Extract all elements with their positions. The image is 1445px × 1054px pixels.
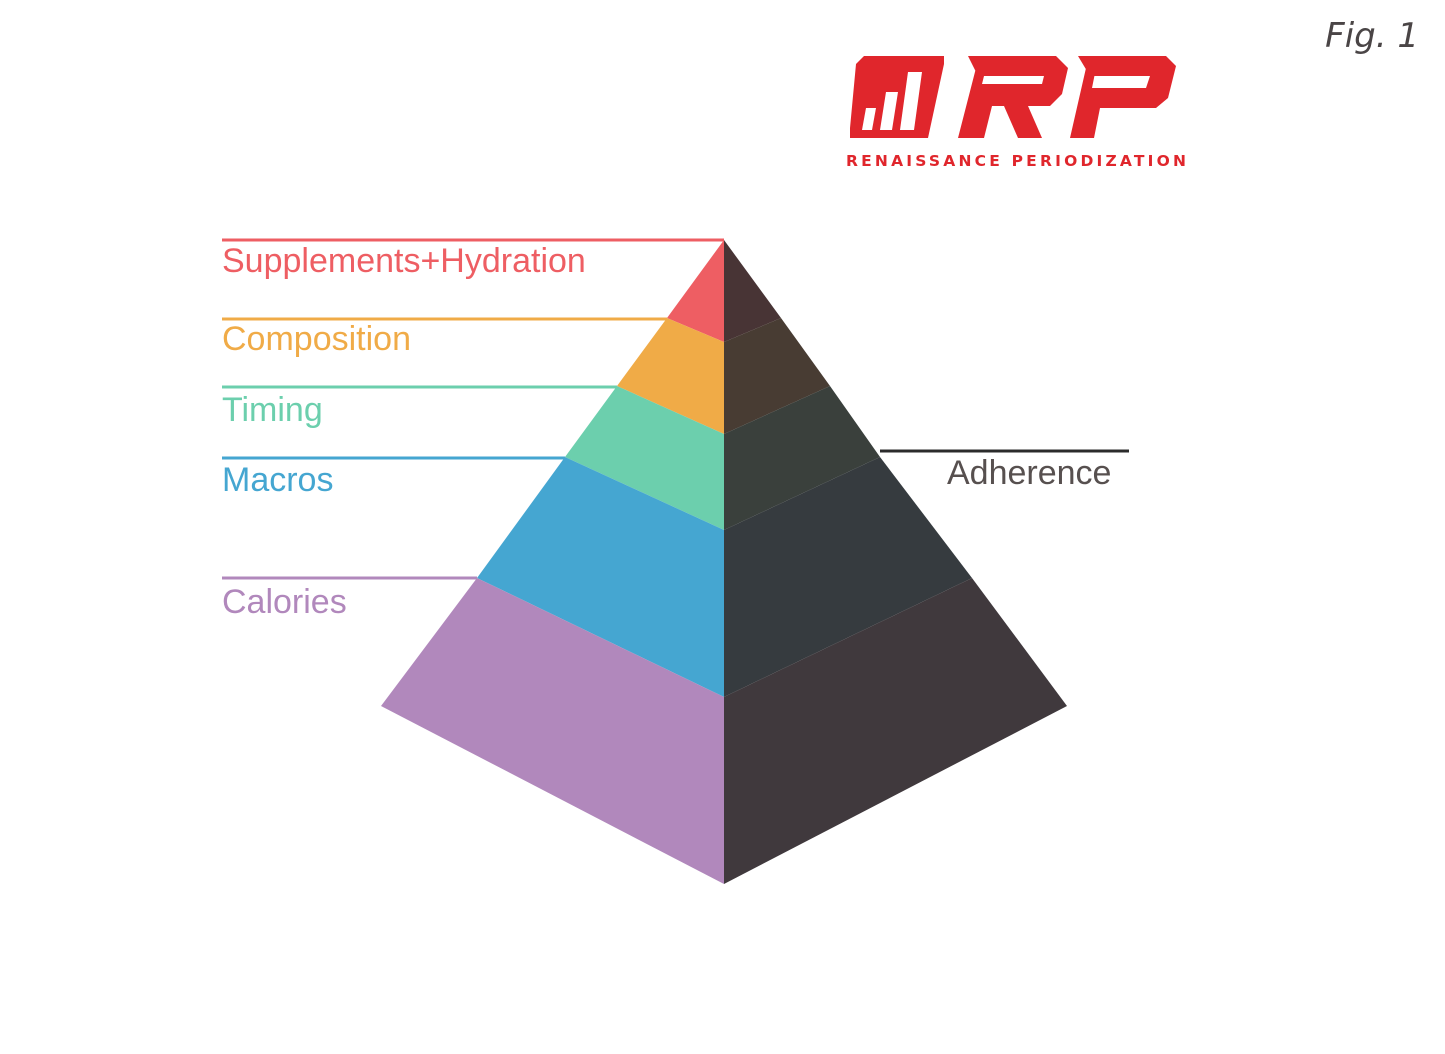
tier-macros-face [477,457,724,697]
tier-label-timing: Timing [222,391,323,429]
tier-supplements-face [667,240,724,342]
logo-subtitle: RENAISSANCE PERIODIZATION [846,152,1190,170]
rp-logo [850,56,1176,138]
tier-composition-shade [724,318,830,434]
tier-timing-face [565,386,724,530]
tier-composition-face [617,318,724,434]
tier-label-supplements-hydration: Supplements+Hydration [222,242,586,280]
adherence-label: Adherence [947,454,1112,492]
tier-supplements-shade [724,240,781,342]
tier-calories-shade [724,578,1067,884]
tier-label-composition: Composition [222,320,411,358]
tier-label-macros: Macros [222,461,334,499]
rp-letters [958,56,1176,138]
bar-chart-icon [850,56,944,138]
tier-calories-face [381,578,724,884]
tier-label-calories: Calories [222,583,347,621]
tier-macros-shade [724,457,972,697]
tier-timing-shade [724,386,880,530]
figure-label: Fig. 1 [1325,16,1419,56]
